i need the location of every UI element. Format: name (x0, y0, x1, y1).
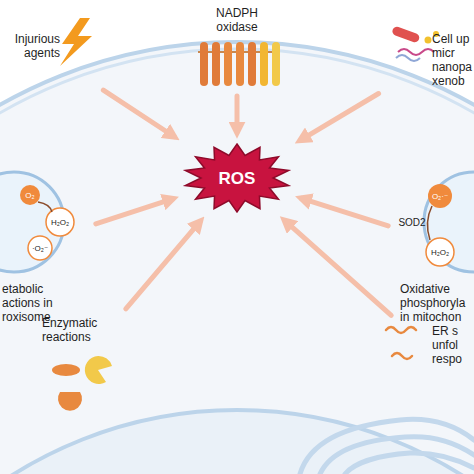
molecule-label: H₂O₂ (431, 248, 449, 257)
ros-label: ROS (182, 170, 292, 187)
source-node: Oxidative phosphoryla in mitochon (392, 150, 474, 330)
source-label: Cell up micr nanopa xenob (432, 32, 472, 88)
enzyme (58, 392, 82, 411)
source-node: Enzymatic reactions (40, 312, 130, 402)
nadph-oxidase-symbol (198, 42, 280, 86)
er-membrane (345, 453, 474, 474)
unfolded-protein (386, 327, 416, 333)
molecule-circle (20, 185, 40, 205)
molecule-label: O₂·⁻ (432, 192, 448, 201)
helix (248, 42, 256, 86)
peroxisome (0, 172, 74, 272)
endoplasmic-reticulum (300, 419, 474, 474)
enzyme-symbol (52, 356, 112, 411)
molecule-label: ·O₂⁻ (32, 244, 48, 253)
source-arrow (103, 90, 174, 136)
source-arrow (301, 94, 379, 141)
source-node: Cell up micr nanopa xenob (382, 22, 474, 106)
reaction-arrow (427, 206, 432, 240)
helix (200, 42, 208, 86)
reaction-arrow (38, 202, 52, 212)
source-arrow (96, 199, 173, 224)
lightning-symbol (60, 18, 92, 66)
mitochondrion (424, 172, 474, 272)
molecule-circle (426, 238, 454, 266)
helix (272, 42, 280, 86)
enzyme (52, 364, 80, 376)
source-arrow (285, 221, 391, 316)
source-arrow (235, 96, 240, 132)
molecule-circle (46, 208, 74, 236)
helix (224, 42, 232, 86)
er-membrane (300, 419, 474, 474)
microbe-symbol (391, 25, 439, 61)
molecule-label: O₂ (25, 191, 34, 200)
source-label: Enzymatic reactions (42, 316, 114, 344)
source-arrow (126, 222, 200, 309)
molecule-circle (428, 184, 452, 208)
er-membrane (320, 437, 474, 474)
mitochondrion-membrane (424, 172, 474, 272)
ros-starburst: ROS (182, 142, 292, 214)
molecule-label: H₂O₂ (51, 218, 69, 227)
unfolded-protein-symbol (386, 327, 416, 359)
nanoparticle (425, 37, 432, 44)
helix (260, 42, 268, 86)
source-node: NADPH oxidase (187, 0, 287, 92)
nucleus (0, 410, 474, 474)
source-label: Injurious agents (0, 32, 60, 60)
helix (212, 42, 220, 86)
molecule-circle (28, 236, 52, 260)
bacterium (391, 25, 420, 43)
source-label: NADPH oxidase (207, 6, 267, 34)
source-node: Injurious agents (0, 22, 100, 88)
source-arrow (302, 198, 389, 225)
microbe (396, 55, 420, 61)
source-node: etabolic actions in roxisome (0, 150, 92, 330)
source-node: ER s unfol respo (384, 318, 474, 380)
source-label: ER s unfol respo (432, 324, 468, 366)
source-label: Oxidative phosphoryla in mitochon (400, 282, 472, 324)
enzyme-label: SOD2 (398, 218, 425, 227)
enzyme (85, 356, 112, 384)
helix (236, 42, 244, 86)
unfolded-protein (392, 353, 412, 359)
